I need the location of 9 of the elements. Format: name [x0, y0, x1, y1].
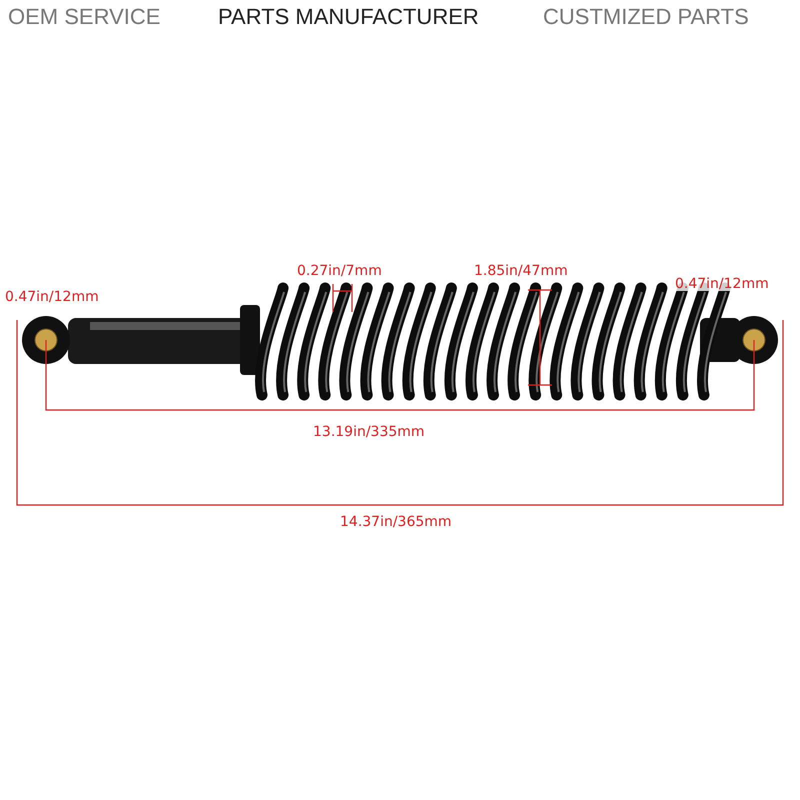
- banner-text: CUSTMIZED PARTS: [543, 6, 749, 28]
- banner-text: OEM SERVICE: [8, 6, 160, 28]
- dimension-label: 0.47in/12mm: [5, 290, 99, 304]
- banner-text: PARTS MANUFACTURER: [218, 6, 479, 28]
- dimension-label: 13.19in/335mm: [313, 425, 425, 439]
- dimension-label: 0.47in/12mm: [675, 277, 769, 291]
- dimension-label: 0.27in/7mm: [297, 264, 382, 278]
- dimension-label: 1.85in/47mm: [474, 264, 568, 278]
- dimension-label: 14.37in/365mm: [340, 515, 452, 529]
